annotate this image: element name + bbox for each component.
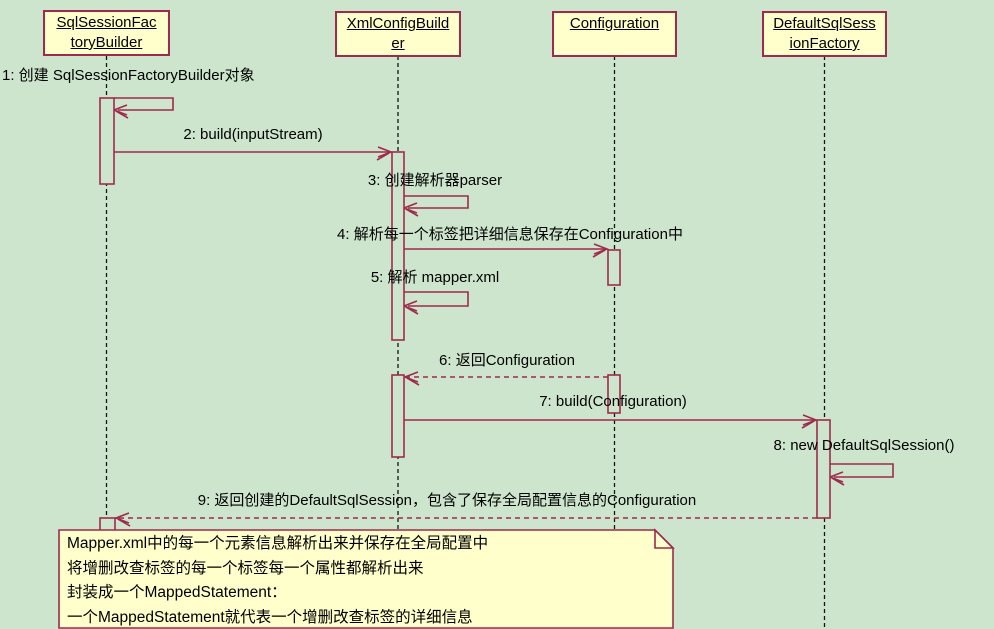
activation-bar bbox=[99, 97, 115, 185]
participant-configuration: Configuration bbox=[552, 11, 677, 57]
activation-bar bbox=[607, 249, 621, 286]
message-label-3: 3: 创建解析器parser bbox=[367, 172, 503, 189]
note-shape bbox=[58, 528, 675, 629]
arrowhead-icon bbox=[802, 414, 819, 426]
message-4-arrow bbox=[404, 243, 610, 258]
activation-bar bbox=[391, 151, 405, 341]
message-label-1: 1: 创建 SqlSessionFactoryBuilder对象 bbox=[2, 67, 255, 84]
note-line: 一个MappedStatement就代表一个增删改查标签的详细信息 bbox=[67, 608, 473, 626]
message-label-4: 4: 解析每一个标签把详细信息保存在Configuration中 bbox=[337, 226, 683, 243]
message-label-7: 7: build(Configuration) bbox=[539, 393, 687, 410]
message-label-6: 6: 返回Configuration bbox=[439, 352, 575, 369]
note: Mapper.xml中的每一个元素信息解析出来并保存在全局配置中 将增删改查标签… bbox=[67, 532, 488, 629]
note-fold-icon bbox=[654, 528, 675, 549]
message-7-arrow bbox=[404, 414, 819, 429]
participant-label: SqlSessionFac bbox=[56, 14, 157, 31]
participant-label: DefaultSqlSess bbox=[773, 15, 876, 32]
participant-defaultsqlsessionfactory: DefaultSqlSess ionFactory bbox=[762, 11, 887, 57]
participant-label: XmlConfigBuild bbox=[346, 15, 450, 32]
note-line: 将增删改查标签的每一个标签每一个属性都解析出来 bbox=[67, 559, 424, 577]
message-6-arrow bbox=[402, 371, 608, 386]
note-line: 封装成一个MappedStatement： bbox=[67, 584, 287, 601]
arrowhead-icon bbox=[113, 512, 130, 524]
participant-label: er bbox=[391, 35, 405, 52]
message-3-self-loop bbox=[401, 195, 469, 217]
message-label-2: 2: build(inputStream) bbox=[183, 126, 323, 143]
message-8-self-loop bbox=[827, 463, 894, 486]
participant-xmlconfigbuilder: XmlConfigBuild er bbox=[335, 11, 461, 57]
message-label-9: 9: 返回创建的DefaultSqlSession，包含了保存全局配置信息的Co… bbox=[197, 492, 697, 509]
message-2-arrow bbox=[114, 146, 394, 161]
activation-bar bbox=[816, 419, 831, 519]
message-9-arrow bbox=[113, 512, 817, 527]
activation-bar bbox=[391, 374, 405, 458]
activation-bars bbox=[99, 97, 831, 533]
message-label-5: 5: 解析 mapper.xml bbox=[370, 269, 500, 286]
arrowhead-icon bbox=[402, 371, 419, 383]
arrowhead-icon bbox=[593, 243, 610, 255]
message-1-self-loop bbox=[111, 97, 174, 119]
message-5-self-loop bbox=[401, 291, 469, 315]
participant-label: Configuration bbox=[569, 15, 660, 32]
participant-sqlsessionfactorybuilder: SqlSessionFac toryBuilder bbox=[43, 10, 170, 56]
arrowhead-icon bbox=[377, 146, 394, 158]
note-line: Mapper.xml中的每一个元素信息解析出来并保存在全局配置中 bbox=[67, 535, 489, 552]
message-label-8: 8: new DefaultSqlSession() bbox=[773, 437, 955, 454]
participant-label: ionFactory bbox=[789, 35, 860, 52]
activation-bar bbox=[607, 374, 621, 414]
participant-label: toryBuilder bbox=[70, 34, 143, 51]
